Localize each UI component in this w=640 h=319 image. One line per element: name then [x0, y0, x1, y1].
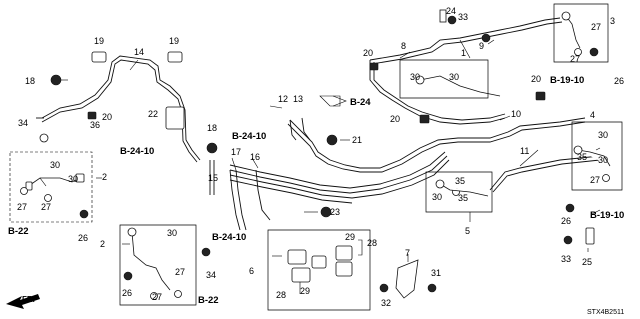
callout-12: 12: [278, 94, 288, 104]
callout-30-b: 30: [449, 72, 459, 82]
ref-b22-lower: B-22: [198, 295, 219, 306]
parts: [20, 9, 611, 300]
callout-27-b: 27: [41, 202, 51, 212]
callout-30-d: 30: [68, 174, 78, 184]
callout-30-c: 30: [50, 160, 60, 170]
front-arrow: [6, 294, 40, 309]
front-label: FR.: [22, 295, 35, 304]
leader-lines: [39, 39, 601, 262]
ref-b19-10-top: B-19-10: [550, 75, 584, 86]
callout-30-g: 30: [598, 155, 608, 165]
callout-2-lower: 2: [100, 239, 105, 249]
ref-b24-top: B-24: [350, 97, 371, 108]
callout-1: 1: [461, 48, 466, 58]
callout-6: 6: [249, 266, 254, 276]
callout-7: 7: [405, 248, 410, 258]
callout-26-left: 26: [78, 233, 88, 243]
callout-4: 4: [590, 110, 595, 120]
callout-13: 13: [293, 94, 303, 104]
callout-10: 10: [511, 109, 521, 119]
callout-11: 11: [520, 146, 529, 156]
callout-14: 14: [134, 47, 144, 57]
ref-b24-10-lower: B-24-10: [212, 232, 246, 243]
callout-30-a: 30: [410, 72, 420, 82]
callout-24: 24: [446, 6, 456, 16]
callout-33-top: 33: [458, 12, 468, 22]
callout-35-c: 35: [577, 152, 587, 162]
callout-20-mid: 20: [390, 114, 400, 124]
callout-26-lower: 26: [122, 288, 132, 298]
callout-26-right: 26: [561, 216, 571, 226]
callout-17: 17: [231, 147, 241, 157]
callout-22: 22: [148, 109, 158, 119]
brake-pipes: [36, 17, 601, 231]
callout-21: 21: [352, 135, 362, 145]
callout-35-b: 35: [458, 193, 468, 203]
callout-29-b: 29: [300, 286, 310, 296]
grouping-boxes: [9, 3, 623, 311]
reference-labels: B-24 B-24-10 B-24-10 B-24-10 B-22 B-22 B…: [8, 75, 624, 316]
callout-33-right: 33: [561, 254, 571, 264]
drawing-code: STX4B2511: [587, 309, 624, 316]
ref-b22-left: B-22: [8, 226, 29, 237]
callout-15: 15: [208, 173, 218, 183]
ref-b24-10-center: B-24-10: [232, 131, 266, 142]
callout-numbers: 1 2 2 3 4 5 6 7 8 9 10 11 12 13 14 15 16…: [17, 6, 624, 308]
callout-18-right: 18: [207, 123, 217, 133]
callout-9: 9: [479, 41, 484, 51]
callout-27-c: 27: [152, 292, 162, 302]
callout-27-e: 27: [591, 22, 601, 32]
callout-36: 36: [90, 120, 100, 130]
callout-16: 16: [250, 152, 260, 162]
callout-26-right-top: 26: [614, 76, 624, 86]
callout-30-e: 30: [167, 228, 177, 238]
callout-34-top: 34: [18, 118, 28, 128]
callout-8: 8: [401, 41, 406, 51]
callout-31: 31: [431, 268, 441, 278]
callout-27-g: 27: [590, 175, 600, 185]
callout-27-f: 27: [570, 54, 580, 64]
callout-25: 25: [582, 257, 592, 267]
callout-18: 18: [25, 76, 35, 86]
callout-20-right: 20: [531, 74, 541, 84]
callout-35-a: 35: [455, 176, 465, 186]
callout-30-f: 30: [598, 130, 608, 140]
callout-30-h: 30: [432, 192, 442, 202]
ref-b24-10-left: B-24-10: [120, 146, 154, 157]
callout-34-lower: 34: [206, 270, 216, 280]
callout-3: 3: [610, 16, 615, 26]
callout-20-top: 20: [363, 48, 373, 58]
callout-20-left: 20: [102, 112, 112, 122]
callout-2: 2: [102, 172, 107, 182]
callout-28-b: 28: [276, 290, 286, 300]
callout-19-left: 19: [94, 36, 104, 46]
callout-23: 23: [330, 207, 340, 217]
callout-29-a: 29: [345, 232, 355, 242]
callout-27-a: 27: [17, 202, 27, 212]
callout-27-d: 27: [175, 267, 185, 277]
callout-19-right: 19: [169, 36, 179, 46]
callout-28-a: 28: [367, 238, 377, 248]
callout-32: 32: [381, 298, 391, 308]
ref-b19-10-right: B-19-10: [590, 210, 624, 221]
callout-5: 5: [465, 226, 470, 236]
